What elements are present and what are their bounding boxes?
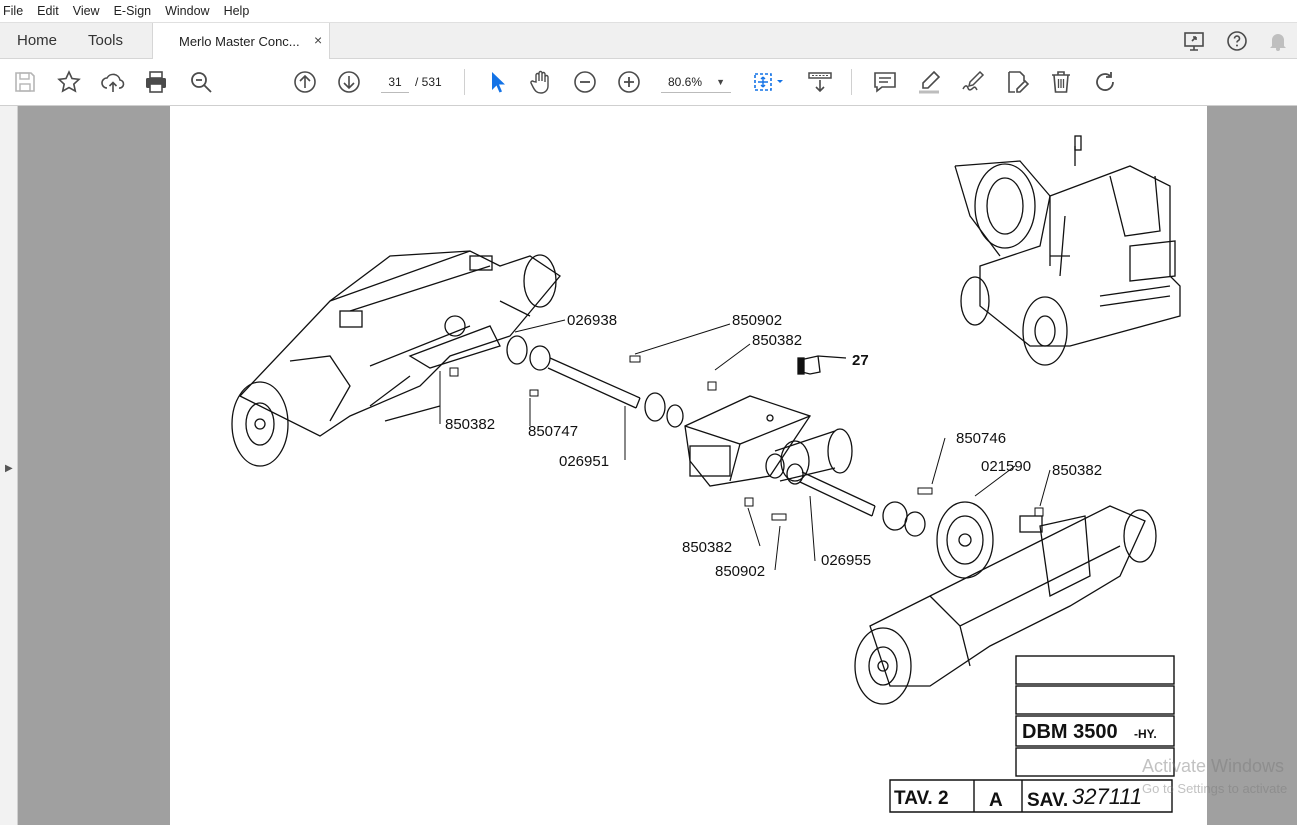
document-viewer[interactable]: ▶ — [0, 106, 1297, 825]
tab-bar: Home Tools Merlo Master Conc... × — [0, 22, 1297, 60]
select-cursor-icon[interactable] — [484, 69, 510, 95]
pointing-hand-icon — [797, 355, 847, 375]
tab-close-button[interactable]: × — [314, 32, 323, 48]
title-block-sav-label: SAV. — [1027, 790, 1068, 811]
bookmark-star-icon[interactable] — [56, 69, 82, 95]
callout-leaders — [439, 319, 1051, 571]
menu-edit[interactable]: Edit — [37, 4, 59, 18]
front-axle-drawing — [231, 250, 561, 467]
technical-drawing: 026938 850902 850382 27 850382 850747 02… — [231, 135, 1181, 813]
tab-home[interactable]: Home — [17, 32, 58, 49]
tab-document[interactable]: Merlo Master Conc... × — [152, 23, 330, 60]
save-icon[interactable] — [12, 69, 38, 95]
draw-signature-icon[interactable] — [960, 69, 986, 95]
main-toolbar: 31 / 531 80.6% ▼ — [0, 59, 1297, 106]
fit-page-icon[interactable] — [752, 69, 788, 95]
menu-bar: File Edit View E-Sign Window Help — [0, 0, 1297, 22]
callout-label: 27 — [852, 352, 869, 369]
front-driveshaft-drawing — [506, 335, 684, 428]
dumper-vehicle-drawing — [954, 135, 1181, 366]
page-number-input[interactable]: 31 — [381, 71, 409, 93]
zoom-out-icon[interactable] — [572, 69, 598, 95]
rotate-redo-icon[interactable] — [1092, 69, 1118, 95]
zoom-search-icon[interactable] — [188, 69, 214, 95]
menu-view[interactable]: View — [72, 4, 100, 18]
menu-help[interactable]: Help — [223, 4, 250, 18]
zoom-level-select[interactable]: 80.6% ▼ — [661, 71, 731, 93]
rear-axle-drawing — [854, 505, 1157, 705]
title-block-sav-number: 327111 — [1072, 784, 1142, 809]
callout-label: 850382 — [445, 416, 495, 433]
callout-label: 850902 — [715, 563, 765, 580]
title-block-model: DBM 3500 — [1022, 721, 1118, 743]
previous-page-icon[interactable] — [292, 69, 318, 95]
title-block-frame — [889, 655, 1175, 813]
toolbar-divider — [464, 69, 465, 95]
edit-document-icon[interactable] — [1004, 69, 1030, 95]
help-icon[interactable] — [1225, 29, 1249, 56]
expand-panel-arrow-icon[interactable]: ▶ — [5, 463, 13, 474]
page-total: / 531 — [415, 75, 442, 89]
scroll-mode-icon[interactable] — [807, 69, 833, 95]
tab-tools[interactable]: Tools — [88, 32, 124, 49]
callout-label: 026951 — [559, 453, 609, 470]
title-block-table: TAV. 2 — [894, 788, 949, 809]
callout-label: 850382 — [682, 539, 732, 556]
menu-file[interactable]: File — [3, 4, 24, 18]
rear-driveshaft-drawing — [765, 453, 926, 537]
next-page-icon[interactable] — [336, 69, 362, 95]
callout-label: 850382 — [752, 332, 802, 349]
brake-disc-drawing — [936, 501, 994, 579]
zoom-level-value: 80.6% — [668, 75, 703, 89]
toolbar-divider — [851, 69, 852, 95]
print-icon[interactable] — [143, 69, 169, 95]
callout-label: 850746 — [956, 430, 1006, 447]
hand-pan-icon[interactable] — [528, 69, 554, 95]
activation-watermark-title: Activate Windows — [1142, 756, 1285, 776]
activation-watermark-subtitle: Go to Settings to activate — [1142, 781, 1288, 796]
callout-label: 850902 — [732, 312, 782, 329]
chevron-down-icon: ▼ — [716, 77, 725, 87]
callout-label: 850747 — [528, 423, 578, 440]
callout-label: 021590 — [981, 458, 1031, 475]
left-panel-rail[interactable]: ▶ — [0, 106, 18, 825]
zoom-in-icon[interactable] — [616, 69, 642, 95]
transfer-box-drawing — [684, 395, 853, 487]
title-block-revision: A — [989, 790, 1003, 811]
menu-esign[interactable]: E-Sign — [113, 4, 152, 18]
callout-label: 850382 — [1052, 462, 1102, 479]
upload-cloud-icon[interactable] — [100, 69, 126, 95]
fastener-parts — [449, 355, 1044, 521]
callout-label: 026938 — [567, 312, 617, 329]
pdf-page: 026938 850902 850382 27 850382 850747 02… — [170, 106, 1207, 825]
delete-trash-icon[interactable] — [1048, 69, 1074, 95]
title-block-model-suffix: -HY. — [1134, 727, 1157, 741]
comment-icon[interactable] — [872, 69, 898, 95]
notifications-bell-icon[interactable] — [1266, 29, 1290, 56]
highlight-pen-icon[interactable] — [916, 69, 942, 95]
share-screen-icon[interactable] — [1183, 29, 1207, 56]
tab-document-title: Merlo Master Conc... — [179, 34, 300, 49]
menu-window[interactable]: Window — [165, 4, 210, 18]
callout-label: 026955 — [821, 552, 871, 569]
